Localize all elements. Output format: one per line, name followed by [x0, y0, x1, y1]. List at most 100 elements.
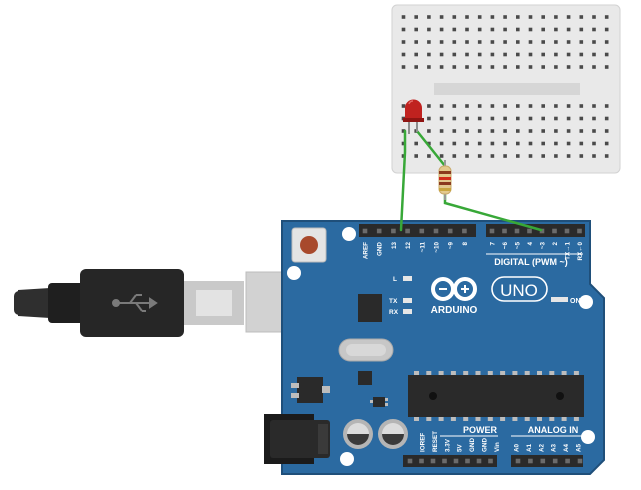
header-pin[interactable] [489, 228, 495, 234]
breadboard-hole[interactable] [516, 27, 520, 32]
breadboard-hole[interactable] [528, 129, 533, 133]
breadboard-hole[interactable] [592, 154, 596, 158]
breadboard-hole[interactable] [516, 154, 520, 158]
breadboard-hole[interactable] [528, 116, 533, 121]
breadboard-hole[interactable] [604, 116, 609, 121]
breadboard-hole[interactable] [566, 65, 571, 69]
breadboard-hole[interactable] [579, 129, 584, 133]
breadboard-hole[interactable] [465, 141, 469, 146]
breadboard-hole[interactable] [528, 52, 533, 57]
breadboard-hole[interactable] [465, 104, 469, 108]
header-pin[interactable] [515, 458, 521, 464]
header-pin[interactable] [376, 228, 382, 234]
breadboard-hole[interactable] [490, 129, 495, 133]
header-pin[interactable] [430, 458, 436, 464]
header-pin[interactable] [577, 228, 582, 234]
breadboard-hole[interactable] [439, 104, 444, 108]
breadboard-hole[interactable] [465, 65, 469, 69]
breadboard-hole[interactable] [579, 116, 584, 121]
breadboard-hole[interactable] [604, 141, 609, 146]
breadboard-hole[interactable] [477, 129, 482, 133]
header-pin[interactable] [552, 458, 558, 464]
breadboard-hole[interactable] [439, 141, 444, 146]
breadboard-hole[interactable] [503, 52, 507, 57]
header-pin[interactable] [433, 228, 439, 234]
breadboard-hole[interactable] [452, 40, 457, 44]
breadboard-hole[interactable] [604, 27, 609, 32]
breadboard-hole[interactable] [452, 65, 457, 69]
breadboard-hole[interactable] [414, 15, 418, 19]
breadboard-hole[interactable] [452, 15, 457, 19]
breadboard-hole[interactable] [439, 15, 444, 19]
breadboard-hole[interactable] [554, 65, 558, 69]
breadboard-hole[interactable] [541, 40, 545, 44]
header-pin[interactable] [552, 228, 557, 234]
breadboard-hole[interactable] [579, 15, 584, 19]
breadboard-hole[interactable] [503, 104, 507, 108]
breadboard-hole[interactable] [427, 65, 431, 69]
breadboard-hole[interactable] [516, 129, 520, 133]
breadboard-hole[interactable] [439, 65, 444, 69]
header-pin[interactable] [453, 458, 459, 464]
breadboard-hole[interactable] [427, 154, 431, 158]
wire-led-anode-to-resistor[interactable] [415, 129, 447, 168]
breadboard-hole[interactable] [604, 129, 609, 133]
breadboard-hole[interactable] [490, 40, 495, 44]
breadboard-hole[interactable] [427, 40, 431, 44]
breadboard-hole[interactable] [477, 65, 482, 69]
header-pin[interactable] [391, 228, 396, 234]
breadboard-hole[interactable] [503, 129, 507, 133]
breadboard-hole[interactable] [516, 40, 520, 44]
breadboard-hole[interactable] [452, 154, 457, 158]
breadboard-hole[interactable] [427, 141, 431, 146]
header-pin[interactable] [514, 228, 520, 234]
breadboard-hole[interactable] [439, 154, 444, 158]
breadboard-hole[interactable] [604, 52, 609, 57]
breadboard-hole[interactable] [477, 40, 482, 44]
breadboard-hole[interactable] [490, 65, 495, 69]
breadboard-hole[interactable] [452, 52, 457, 57]
breadboard-hole[interactable] [503, 141, 507, 146]
resistor[interactable] [438, 160, 452, 200]
breadboard-hole[interactable] [592, 141, 596, 146]
usb-cable[interactable] [0, 269, 329, 337]
header-pin[interactable] [539, 228, 545, 234]
digital-pins-right[interactable] [489, 228, 582, 234]
breadboard-hole[interactable] [554, 154, 558, 158]
breadboard-hole[interactable] [554, 15, 558, 19]
breadboard-hole[interactable] [452, 129, 457, 133]
breadboard-hole[interactable] [516, 65, 520, 69]
breadboard-hole[interactable] [528, 27, 533, 32]
header-pin[interactable] [465, 458, 470, 464]
breadboard-hole[interactable] [427, 129, 431, 133]
breadboard-hole[interactable] [477, 141, 482, 146]
breadboard-hole[interactable] [541, 116, 545, 121]
breadboard[interactable] [391, 4, 621, 174]
breadboard-hole[interactable] [592, 52, 596, 57]
breadboard-hole[interactable] [439, 129, 444, 133]
digital-pins-left[interactable] [362, 228, 467, 234]
breadboard-hole[interactable] [604, 65, 609, 69]
breadboard-hole[interactable] [401, 52, 406, 57]
breadboard-hole[interactable] [452, 27, 457, 32]
breadboard-hole[interactable] [541, 52, 545, 57]
breadboard-hole[interactable] [414, 27, 418, 32]
header-pin[interactable] [362, 228, 368, 234]
breadboard-hole[interactable] [541, 104, 545, 108]
breadboard-hole[interactable] [401, 154, 406, 158]
breadboard-hole[interactable] [452, 116, 457, 121]
header-pin[interactable] [419, 228, 425, 234]
power-pins[interactable] [407, 458, 493, 464]
breadboard-hole[interactable] [427, 52, 431, 57]
breadboard-hole[interactable] [592, 65, 596, 69]
breadboard-hole[interactable] [541, 27, 545, 32]
breadboard-hole[interactable] [554, 129, 558, 133]
breadboard-hole[interactable] [503, 154, 507, 158]
breadboard-hole[interactable] [503, 65, 507, 69]
breadboard-hole[interactable] [503, 27, 507, 32]
header-pin[interactable] [528, 458, 533, 464]
breadboard-hole[interactable] [490, 141, 495, 146]
breadboard-hole[interactable] [528, 15, 533, 19]
header-pin[interactable] [405, 228, 410, 234]
